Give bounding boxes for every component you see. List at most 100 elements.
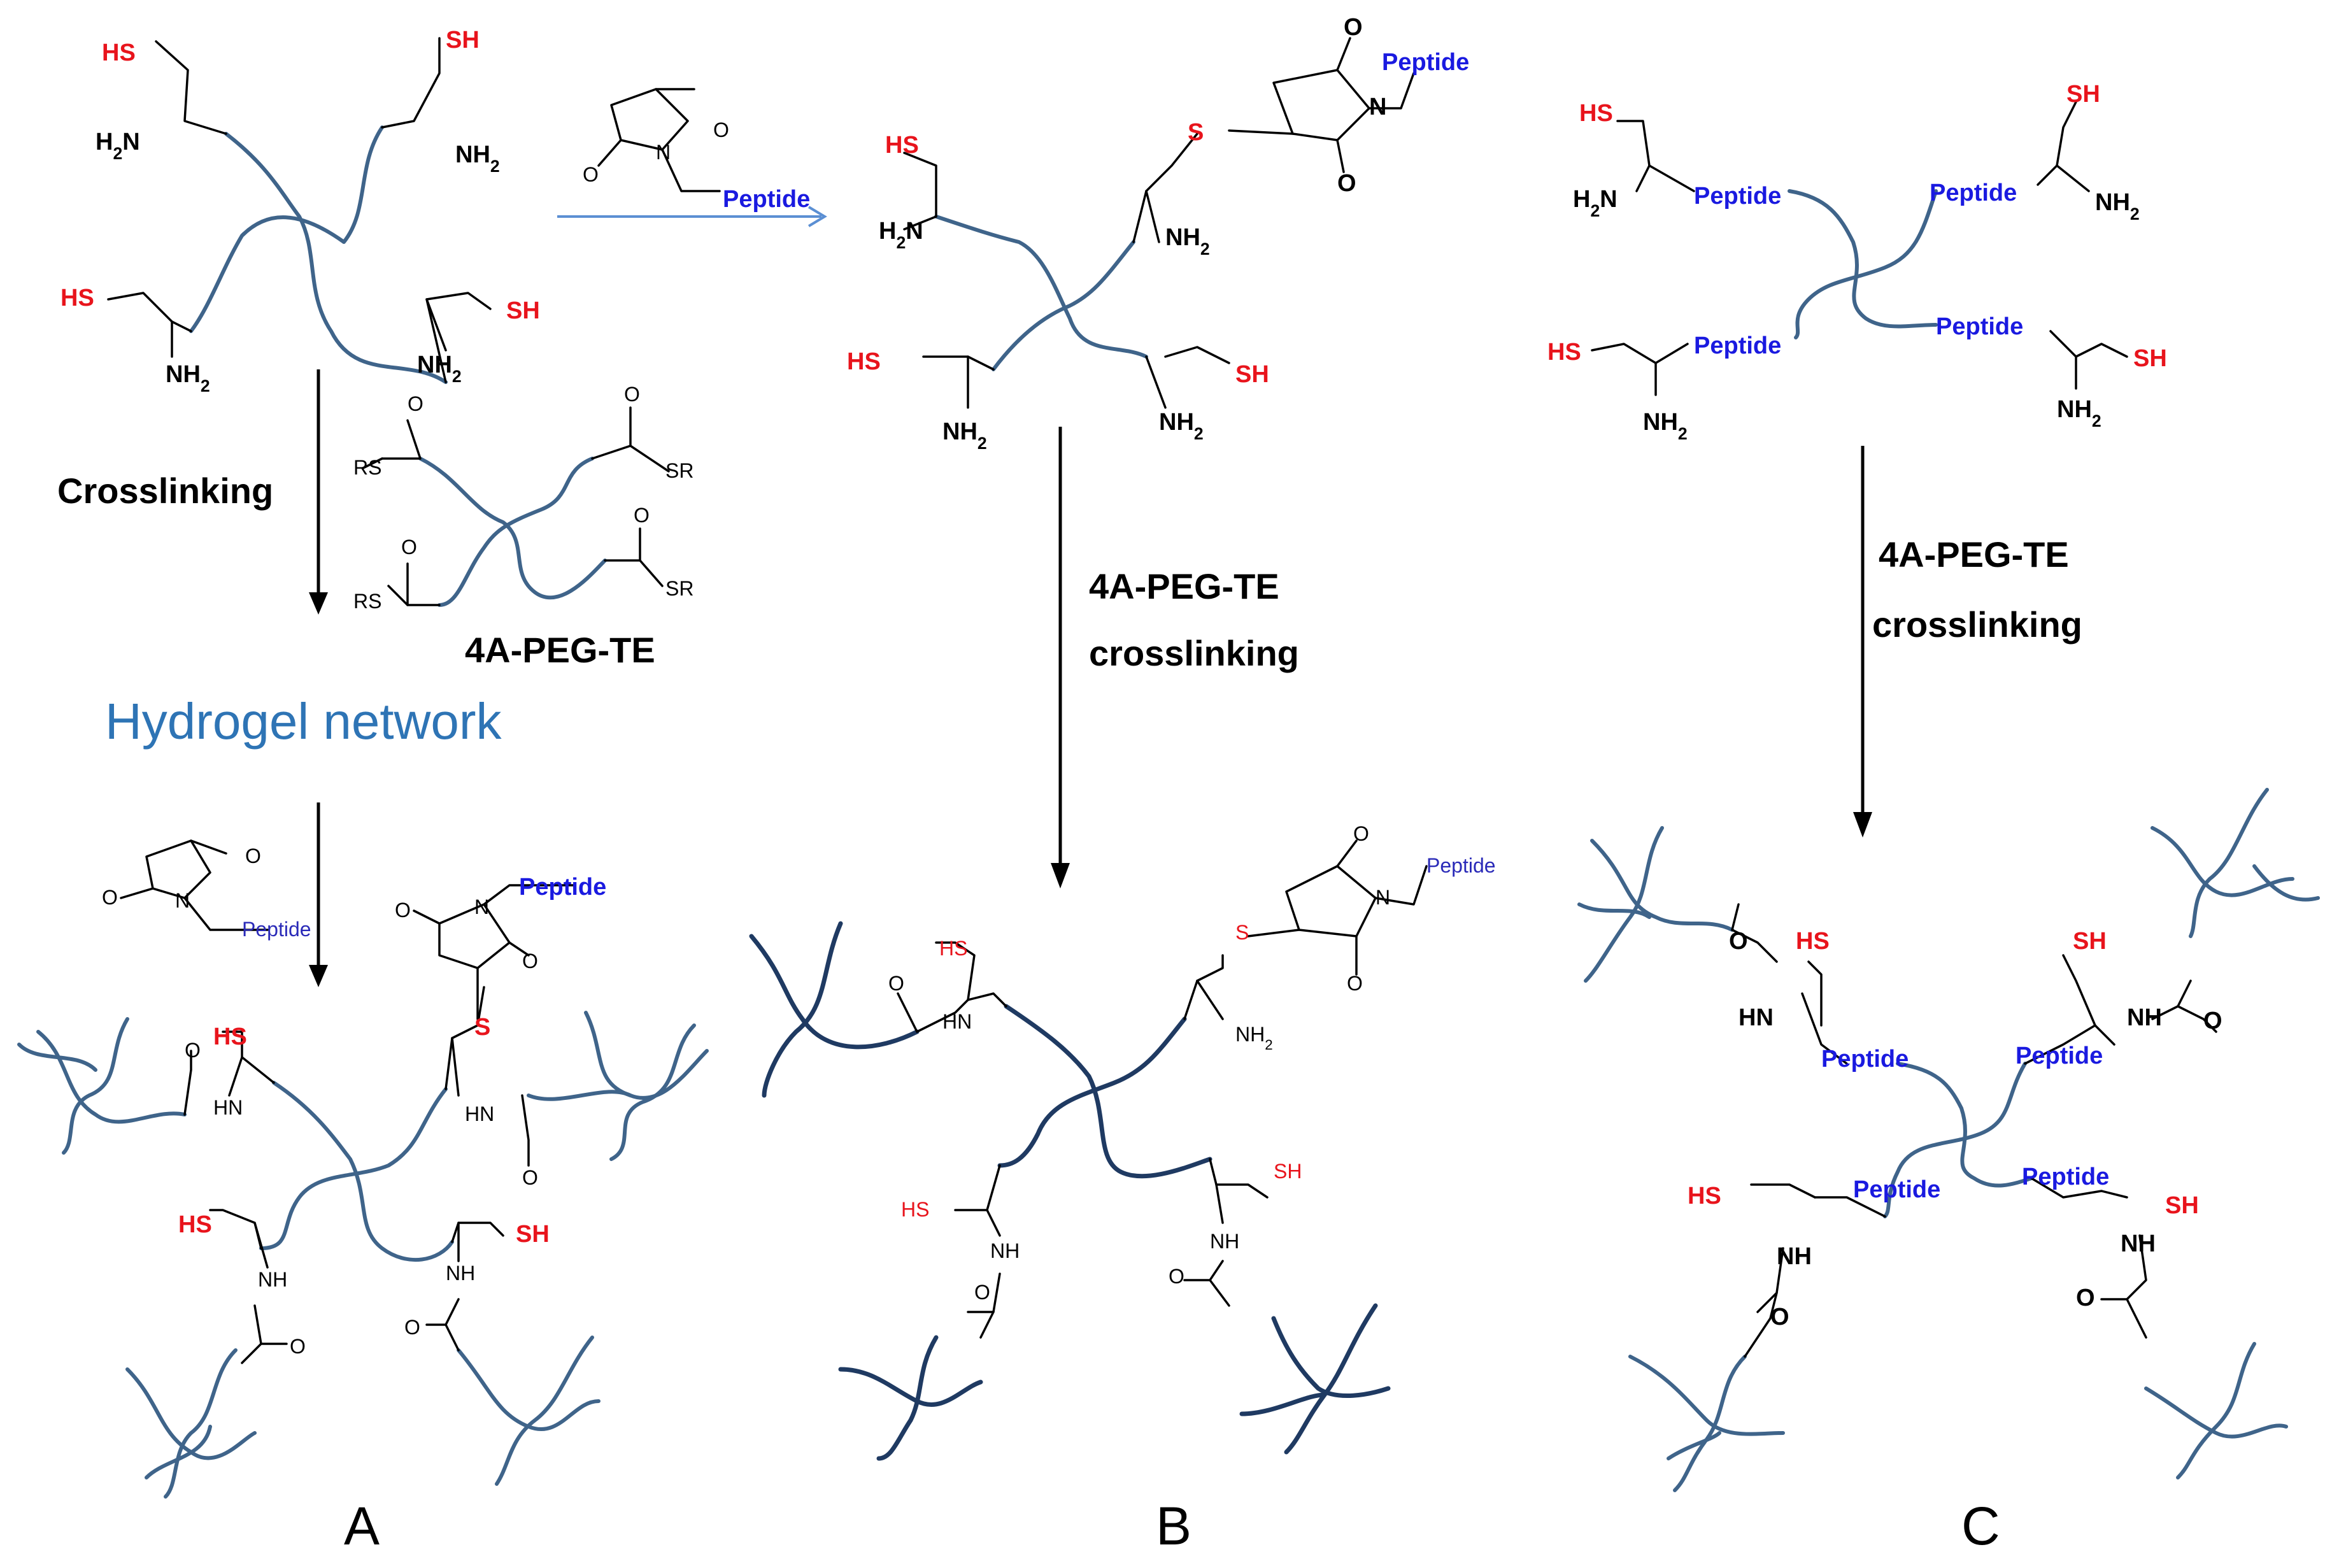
amide-label: NH bbox=[990, 1239, 1020, 1262]
maleimide-peptide-reagent: O O N Peptide bbox=[102, 839, 311, 941]
thiol-label: HS bbox=[213, 1023, 247, 1050]
peptide-label: Peptide bbox=[1930, 180, 2017, 206]
amine-label: NH2 bbox=[1159, 409, 1204, 443]
crosslinking-label: crosslinking bbox=[1872, 604, 2082, 645]
peptide-label: Peptide bbox=[242, 918, 311, 941]
amine-label: H2N bbox=[96, 129, 140, 163]
amide-label: NH bbox=[1210, 1230, 1239, 1253]
oxygen-label: O bbox=[404, 1316, 420, 1339]
amine-label: NH2 bbox=[166, 361, 210, 396]
peptide-label: Peptide bbox=[1426, 854, 1496, 877]
peg-te-label: 4A-PEG-TE bbox=[1089, 566, 1279, 606]
arrow-head bbox=[309, 592, 328, 615]
thiol-label: HS bbox=[1579, 100, 1613, 127]
thiol-label: HS bbox=[885, 132, 919, 159]
oxygen-label: O bbox=[185, 1039, 201, 1062]
peptide-label: Peptide bbox=[2022, 1164, 2109, 1190]
peg-arm bbox=[224, 132, 448, 384]
thiol-label: SH bbox=[2066, 81, 2100, 108]
amide-label: NH bbox=[258, 1268, 287, 1291]
peptide-label: Peptide bbox=[2016, 1043, 2103, 1069]
peptide-label: Peptide bbox=[1936, 313, 2023, 340]
amine-label: H2N bbox=[879, 218, 923, 252]
panel-a-network: HS HS SH S HN HN NH NH O O O O O O N Pep… bbox=[17, 874, 709, 1499]
thiol-label: SH bbox=[516, 1221, 550, 1248]
peptide-label: Peptide bbox=[1694, 332, 1781, 359]
arrow-head bbox=[1853, 812, 1872, 837]
oxygen-label: O bbox=[290, 1335, 306, 1358]
thioester-label: RS bbox=[353, 456, 381, 479]
panel-b-peptide-peg: HS HS SH S H2N NH2 NH2 NH2 O O N Peptide bbox=[847, 14, 1469, 453]
thiol-label: SH bbox=[446, 27, 480, 53]
amide-label: HN bbox=[942, 1010, 972, 1033]
peptide-label: Peptide bbox=[1382, 49, 1469, 76]
amine-label: H2N bbox=[1573, 186, 1618, 220]
thiol-label: SH bbox=[2165, 1192, 2199, 1219]
panel-b-network: HS HS SH S HN NH2 NH NH O O O O O N Pept… bbox=[749, 822, 1496, 1461]
thiol-label: HS bbox=[60, 285, 94, 311]
amide-label: HN bbox=[1738, 1004, 1774, 1031]
amine-label: NH2 bbox=[417, 352, 462, 386]
hydrogel-network-title: Hydrogel network bbox=[105, 693, 502, 750]
oxygen-label: O bbox=[888, 972, 904, 995]
panel-label-b: B bbox=[1156, 1496, 1191, 1556]
peg-te-crosslinker: O O O O RS SR RS SR bbox=[353, 383, 693, 613]
oxygen-label: O bbox=[1729, 928, 1748, 955]
panel-c-peptide-peg: HS SH HS SH H2N NH2 NH2 NH2 Peptide Pept… bbox=[1547, 81, 2167, 443]
thiol-label: SH bbox=[506, 297, 540, 324]
oxygen-label: O bbox=[102, 886, 118, 909]
oxygen-label: O bbox=[634, 504, 650, 527]
amide-label: NH bbox=[2127, 1004, 2162, 1031]
oxygen-label: O bbox=[1169, 1265, 1184, 1288]
nitrogen-label: N bbox=[1376, 886, 1390, 909]
sulfide-label: S bbox=[1235, 921, 1249, 944]
amine-label: NH2 bbox=[2095, 189, 2140, 224]
crosslinking-label: crosslinking bbox=[1089, 633, 1299, 673]
oxygen-label: O bbox=[522, 1166, 538, 1189]
oxygen-label: O bbox=[713, 118, 729, 141]
nitrogen-label: N bbox=[656, 141, 671, 164]
amide-label: HN bbox=[465, 1102, 494, 1125]
thioester-label: RS bbox=[353, 590, 381, 613]
thiol-label: SH bbox=[1274, 1160, 1302, 1183]
thioester-label: SR bbox=[665, 459, 693, 482]
peptide-label: Peptide bbox=[1821, 1046, 1909, 1073]
peg-arm bbox=[189, 125, 384, 333]
amide-label: HN bbox=[213, 1096, 243, 1119]
amine-label: NH2 bbox=[1643, 409, 1688, 443]
arrow-head bbox=[1051, 863, 1070, 888]
thiol-label: HS bbox=[178, 1211, 212, 1238]
thiol-label: HS bbox=[939, 937, 967, 960]
amine-label: NH2 bbox=[942, 418, 987, 453]
thiol-label: HS bbox=[1688, 1183, 1721, 1209]
oxygen-label: O bbox=[1344, 14, 1363, 41]
peptide-label: Peptide bbox=[1694, 183, 1781, 210]
oxygen-label: O bbox=[245, 845, 261, 867]
oxygen-label: O bbox=[395, 899, 411, 922]
panel-c-network: HS SH HS SH HN NH NH NH O O O O Peptide … bbox=[1577, 788, 2320, 1492]
oxygen-label: O bbox=[522, 950, 538, 973]
oxygen-label: O bbox=[974, 1281, 990, 1304]
oxygen-label: O bbox=[1347, 972, 1363, 995]
thiol-label: SH bbox=[2133, 345, 2167, 372]
oxygen-label: O bbox=[408, 392, 423, 415]
amide-label: NH bbox=[2121, 1230, 2156, 1257]
arrow-head bbox=[309, 965, 328, 987]
oxygen-label: O bbox=[624, 383, 640, 406]
oxygen-label: O bbox=[1337, 170, 1356, 197]
oxygen-label: O bbox=[2203, 1008, 2222, 1034]
amine-label: NH2 bbox=[1165, 224, 1210, 259]
nitrogen-label: N bbox=[474, 895, 489, 918]
panel-label-a: A bbox=[344, 1496, 380, 1556]
nitrogen-label: N bbox=[175, 889, 190, 912]
crosslinking-label: Crosslinking bbox=[57, 471, 273, 511]
thioester-label: SR bbox=[665, 577, 693, 600]
thiol-label: HS bbox=[1796, 928, 1830, 955]
amide-label: NH bbox=[446, 1262, 475, 1285]
thiol-label: HS bbox=[901, 1198, 929, 1221]
oxygen-label: O bbox=[1770, 1304, 1789, 1330]
thiol-label: HS bbox=[847, 348, 881, 375]
peg-te-label: 4A-PEG-TE bbox=[1879, 534, 2069, 574]
maleimide-peptide-reagent: O O N Peptide bbox=[583, 88, 810, 213]
